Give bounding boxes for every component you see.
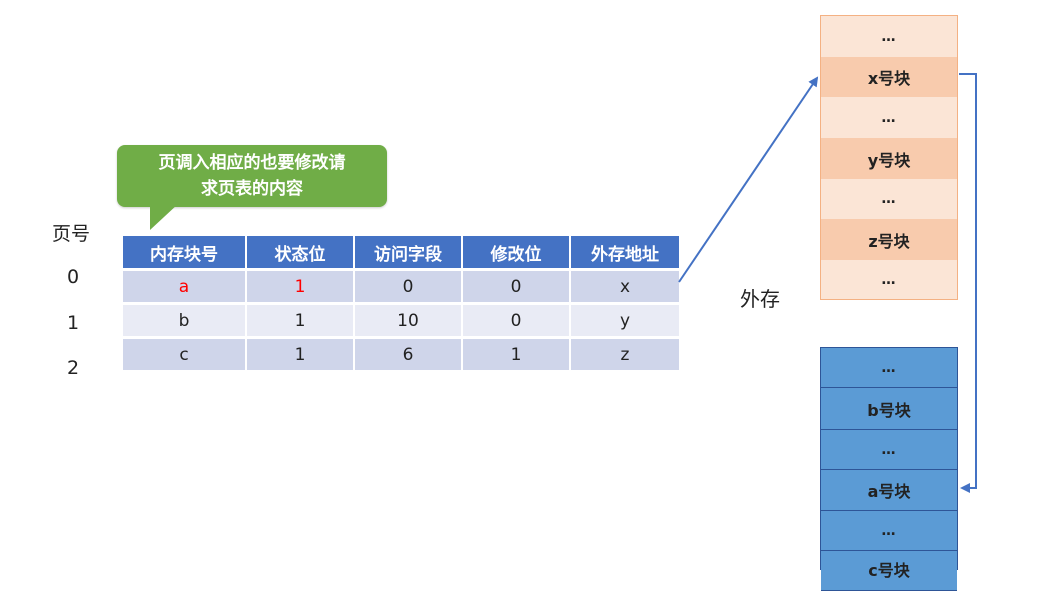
cell-modify-bit: 0 [462, 303, 571, 339]
ext-block-y: y号块 [821, 138, 957, 179]
mem-block-ellipsis: … [821, 511, 957, 551]
external-storage-column: … x号块 … y号块 … z号块 … [820, 15, 958, 300]
mem-block-a: a号块 [821, 470, 957, 511]
cell-external-address: x [570, 269, 681, 305]
page-table: 内存块号 状态位 访问字段 修改位 外存地址 a 1 0 0 x b 1 10 … [123, 236, 681, 373]
cell-memory-block: a [123, 269, 247, 305]
arrow-table-to-x [678, 76, 819, 283]
cell-external-address: y [570, 303, 681, 339]
ext-block-z: z号块 [821, 219, 957, 260]
callout-bubble: 页调入相应的也要修改请 求页表的内容 [117, 145, 387, 207]
cell-access-field: 6 [354, 337, 463, 373]
cell-status-bit: 1 [246, 269, 355, 305]
mem-block-ellipsis: … [821, 430, 957, 470]
callout-line-2: 求页表的内容 [201, 179, 303, 199]
header-modify-bit: 修改位 [462, 236, 571, 271]
ext-block-ellipsis: … [821, 260, 957, 299]
cell-status-bit: 1 [246, 303, 355, 339]
page-number-2: 2 [67, 357, 80, 379]
cell-external-address: z [570, 337, 681, 373]
mem-block-ellipsis: … [821, 348, 957, 388]
cell-access-field: 0 [354, 269, 463, 305]
mem-block-b: b号块 [821, 388, 957, 430]
ext-block-ellipsis: … [821, 16, 957, 57]
header-external-address: 外存地址 [570, 236, 681, 271]
cell-modify-bit: 0 [462, 269, 571, 305]
table-row: c 1 6 1 z [123, 337, 681, 373]
ext-block-ellipsis: … [821, 179, 957, 219]
arrow-x-to-a [959, 73, 977, 493]
table-row: b 1 10 0 y [123, 303, 681, 339]
ext-block-ellipsis: … [821, 97, 957, 138]
callout-tail [150, 204, 178, 230]
cell-modify-bit: 1 [462, 337, 571, 373]
table-row: a 1 0 0 x [123, 269, 681, 305]
header-status-bit: 状态位 [246, 236, 355, 271]
page-number-1: 1 [67, 312, 80, 334]
header-access-field: 访问字段 [354, 236, 463, 271]
table-header-row: 内存块号 状态位 访问字段 修改位 外存地址 [123, 236, 681, 271]
page-number-label: 页号 [52, 223, 91, 245]
header-memory-block: 内存块号 [123, 236, 247, 271]
connector-arrows [678, 73, 977, 493]
cell-memory-block: b [123, 303, 247, 339]
page-number-0: 0 [67, 266, 80, 288]
cell-status-bit: 1 [246, 337, 355, 373]
ext-block-x: x号块 [821, 57, 957, 97]
cell-access-field: 10 [354, 303, 463, 339]
external-storage-label: 外存 [740, 287, 780, 311]
cell-memory-block: c [123, 337, 247, 373]
callout-line-1: 页调入相应的也要修改请 [158, 153, 346, 173]
